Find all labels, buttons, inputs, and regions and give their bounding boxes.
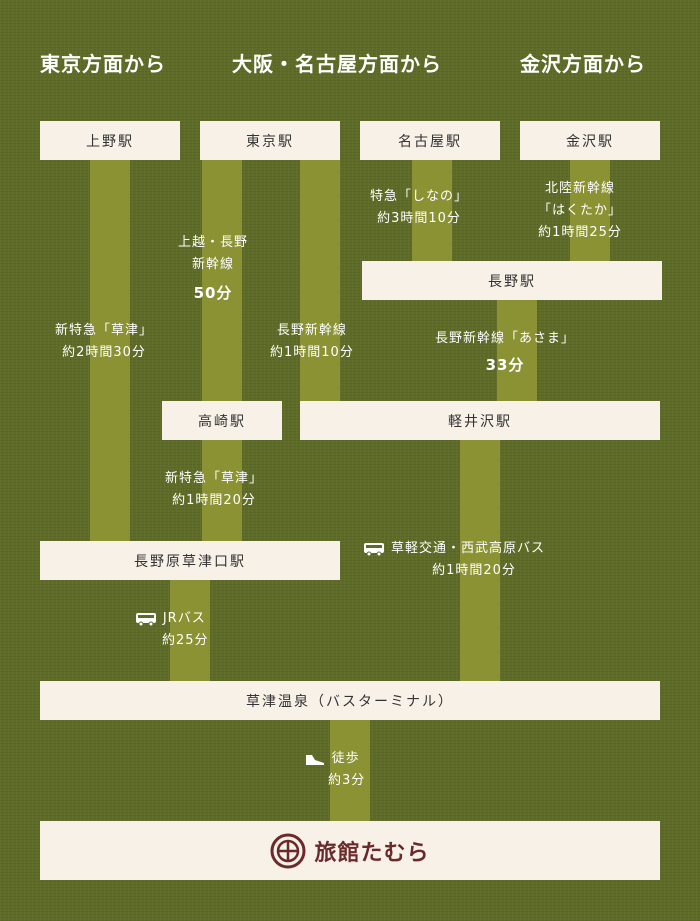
family-crest-icon [270,833,306,868]
route-line-nagano-shinkansen [300,160,340,401]
route-label-hakutaka: 北陸新幹線「はくたか」約1時間25分 [538,181,623,240]
header-tokyo: 東京方面から [40,52,166,76]
station-tokyo: 東京駅 [200,121,340,160]
station-takasaki: 高崎駅 [162,401,282,440]
route-line-bus [460,440,500,681]
route-line-ueno [90,160,130,541]
route-line-joetsu [202,160,242,541]
route-label-nagano-shinkansen: 長野新幹線約1時間10分 [270,323,354,360]
station-kusatsu-onsen: 草津温泉（バスターミナル） [40,681,660,720]
route-label-shinano: 特急「しなの」約3時間10分 [370,189,469,226]
header-kanazawa: 金沢方面から [520,52,646,76]
station-ueno: 上野駅 [40,121,180,160]
station-nagoya: 名古屋駅 [360,121,500,160]
route-label-kusatsu-ltd-express-2: 新特急「草津」約1時間20分 [165,471,264,508]
ryokan-logo-text: 旅館たむら [314,839,430,866]
station-naganohara-kusatsuguchi: 長野原草津口駅 [40,541,340,580]
route-line-shinano [412,160,452,261]
route-label-walk: 徒歩 約3分 [298,748,365,792]
route-label-kusatsu-ltd-express: 新特急「草津」約2時間30分 [55,323,154,360]
station-nagano: 長野駅 [362,261,662,300]
route-line-jrbus [170,580,210,681]
bus-icon [135,612,156,626]
route-line-hakutaka [570,160,610,261]
route-label-jr-bus: JRバス 約25分 [132,608,209,652]
route-line-walk [330,720,370,821]
station-karuizawa: 軽井沢駅 [300,401,660,440]
header-osaka-nagoya: 大阪・名古屋方面から [232,52,442,76]
shoe-icon [305,754,324,765]
ryokan-tamura: 旅館たむら [40,821,660,880]
station-kanazawa: 金沢駅 [520,121,660,160]
route-label-asama: 長野新幹線「あさま」33分 [435,331,576,374]
route-line-asama [497,300,537,401]
bus-icon [364,542,384,556]
route-label-seibu-bus: 草軽交通・西武高原バス 約1時間20分 [363,538,545,582]
